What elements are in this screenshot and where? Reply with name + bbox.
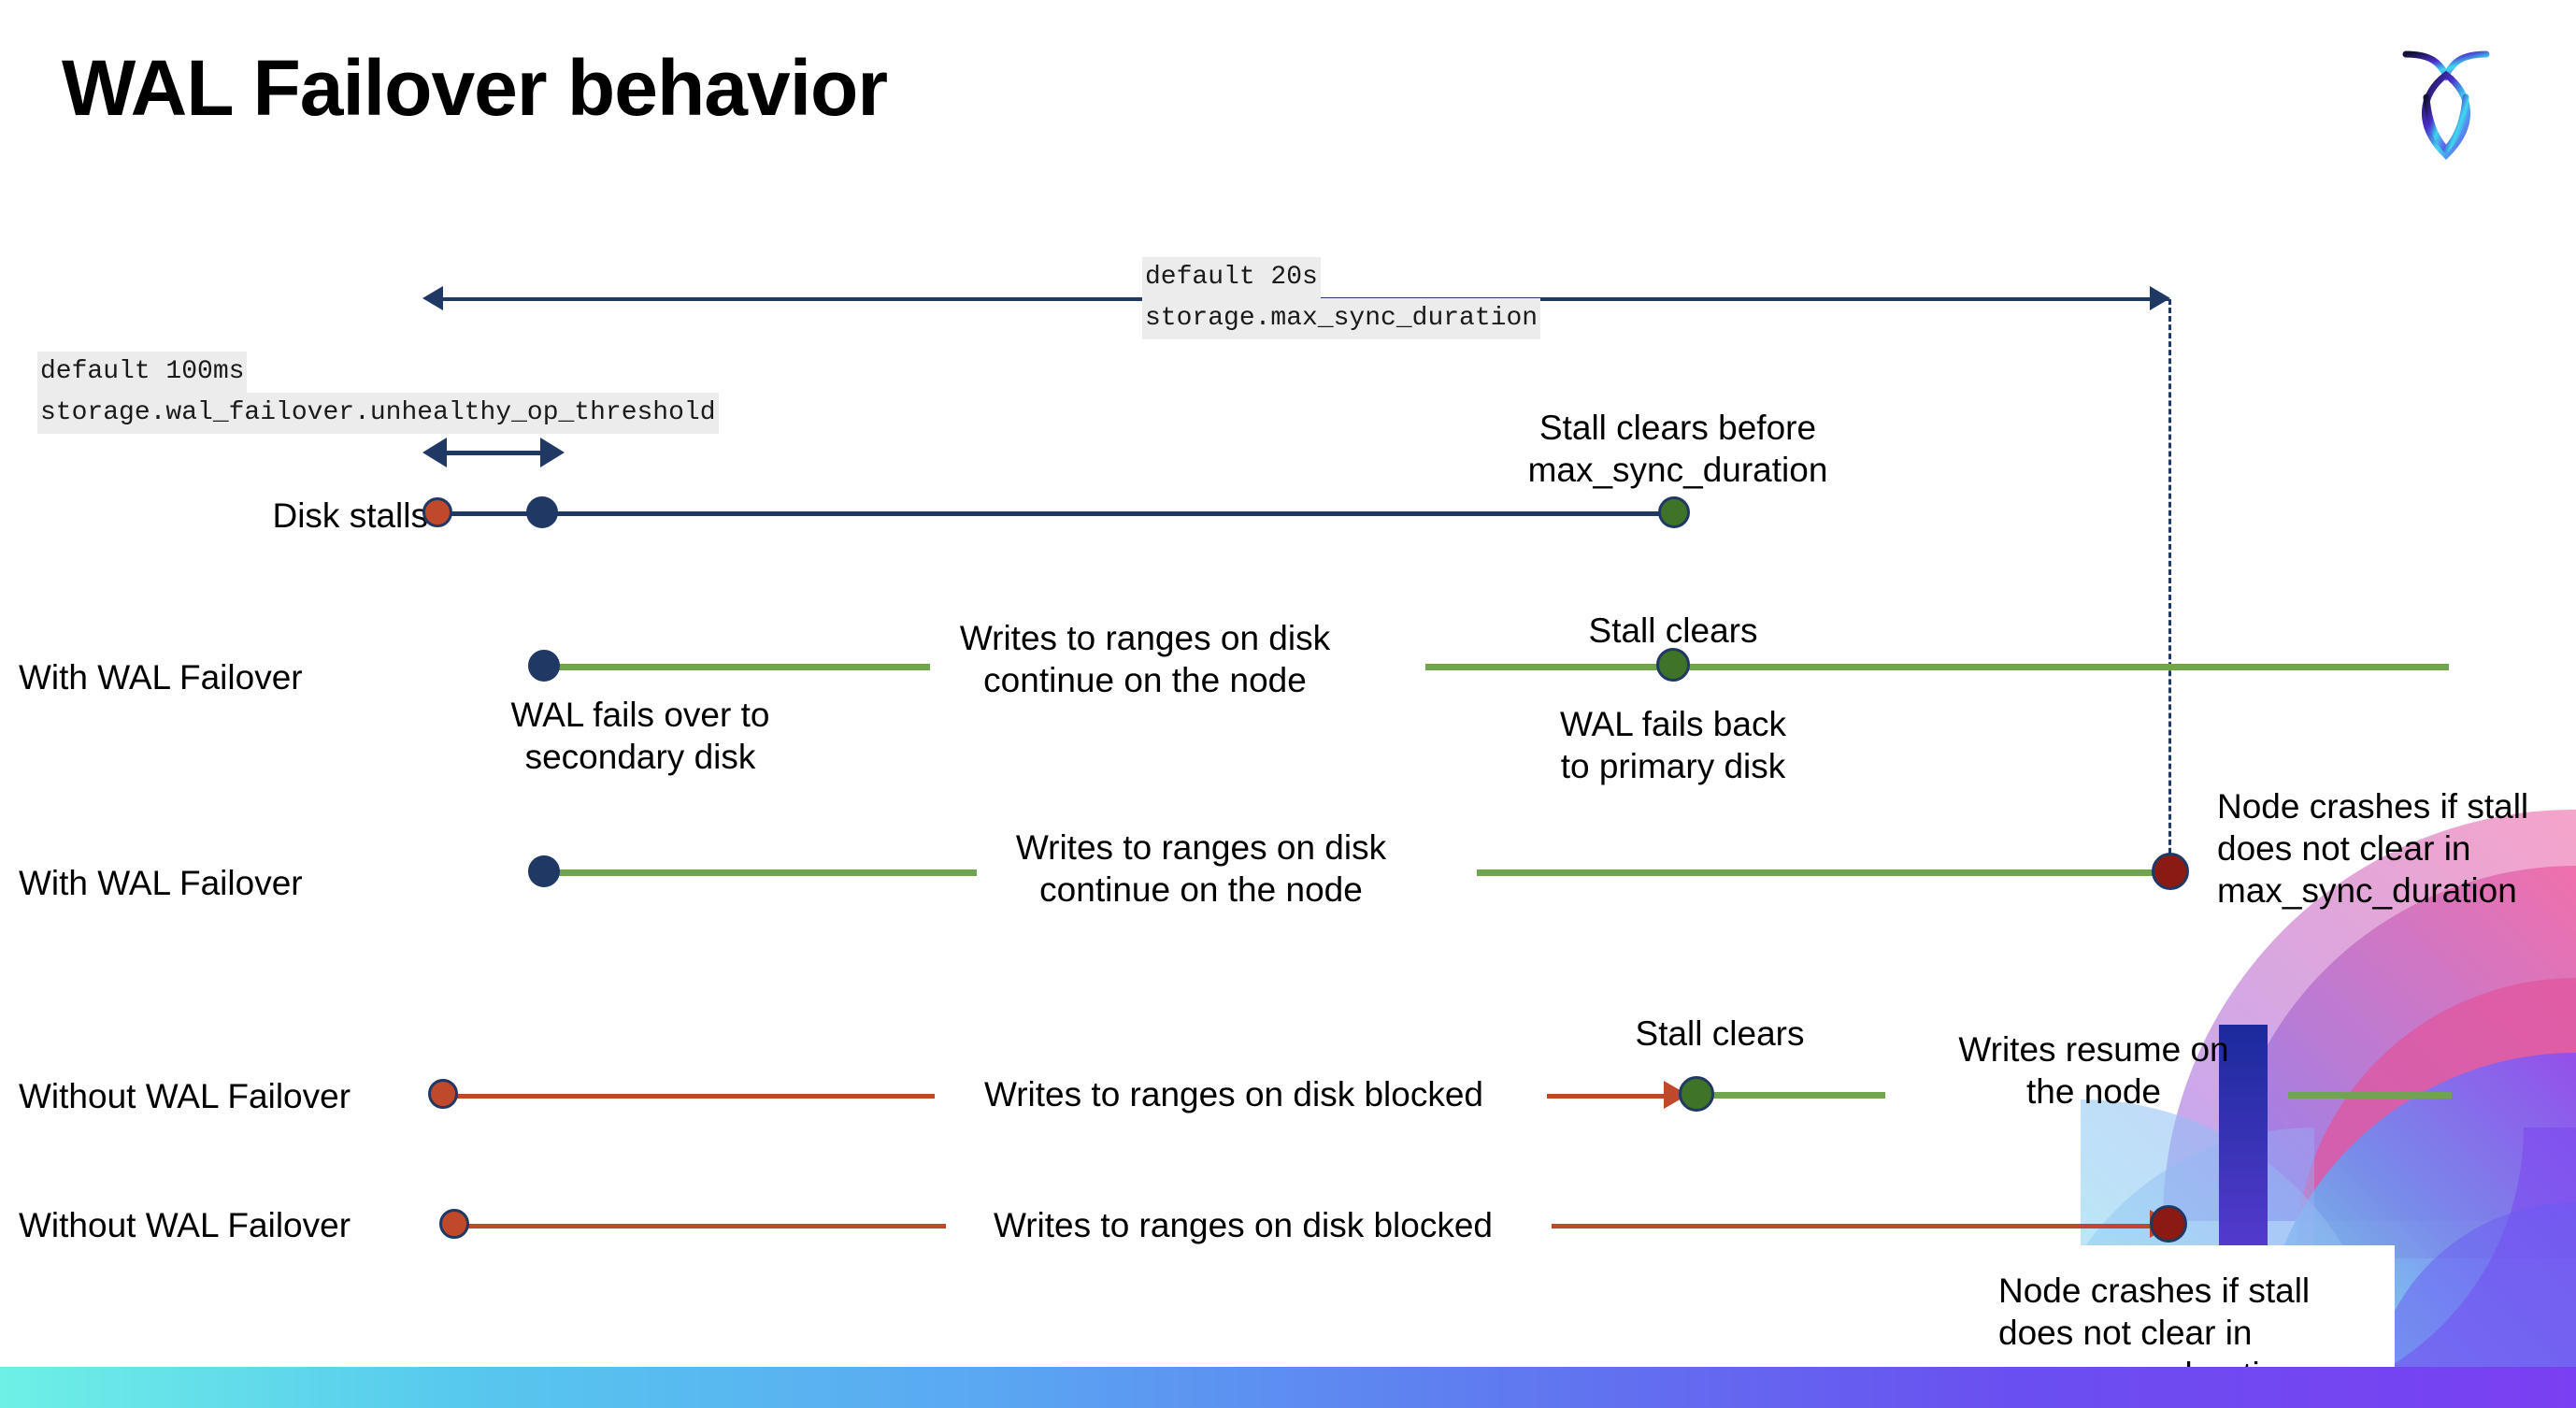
max-sync-left-arrowhead — [422, 286, 443, 310]
with-wal-failover-2-line-b — [1477, 869, 2168, 876]
note-writes-blocked-1: Writes to ranges on disk blocked — [983, 1075, 1484, 1113]
without-wal-failover-2-line-b — [1552, 1224, 2154, 1228]
without-wal-failover-1-line-a — [449, 1094, 935, 1099]
without-wal-failover-1-line-b — [1547, 1094, 1668, 1099]
note-node-crashes-1: Node crashes if stall does not clear in … — [2217, 787, 2529, 911]
max-sync-default-value: default 20s — [1142, 257, 1321, 298]
note-writes-continue-2: Writes to ranges on disk continue on the… — [1015, 828, 1387, 910]
note-stall-clears-before-max-sync: Stall clears before max_sync_duration — [1527, 409, 1828, 490]
with-wal-failover-1-start-dot — [528, 650, 560, 682]
with-wal-failover-1-line-a — [547, 664, 930, 670]
disk-stall-failover-dot — [526, 496, 558, 528]
max-sync-duration-annotation: default 20s storage.max_sync_duration — [1142, 257, 1541, 339]
without-wal-failover-1-start-dot — [428, 1079, 458, 1109]
without-wal-failover-2-line-a — [460, 1224, 946, 1228]
with-wal-failover-2-line-a — [547, 869, 977, 876]
note-writes-blocked-2: Writes to ranges on disk blocked — [993, 1206, 1494, 1244]
note-stall-clears-1: Stall clears — [1588, 611, 1758, 650]
max-sync-setting-name: storage.max_sync_duration — [1142, 298, 1541, 339]
note-writes-continue-1: Writes to ranges on disk continue on the… — [959, 619, 1331, 700]
max-sync-right-arrowhead — [2150, 286, 2170, 310]
unhealthy-right-arrowhead — [540, 438, 565, 467]
unhealthy-setting-name: storage.wal_failover.unhealthy_op_thresh… — [37, 393, 719, 434]
with-wal-failover-1-clears-dot — [1656, 648, 1690, 682]
with-wal-failover-2-crash-dot — [2152, 853, 2189, 890]
row-label-with-wal-failover-1: With WAL Failover — [19, 658, 303, 697]
row-label-disk-stalls: Disk stalls — [272, 496, 428, 535]
unhealthy-op-threshold-annotation: default 100ms storage.wal_failover.unhea… — [37, 352, 719, 434]
disk-stalls-timeline — [439, 511, 1673, 516]
disk-stall-start-dot — [422, 497, 452, 527]
with-wal-failover-2-start-dot — [528, 855, 560, 887]
cockroachdb-logo-icon — [2402, 50, 2490, 160]
unhealthy-default-value: default 100ms — [37, 352, 248, 393]
with-wal-failover-1-line-b — [1425, 664, 2449, 670]
unhealthy-left-arrowhead — [422, 438, 447, 467]
max-sync-duration-dashed-connector — [2168, 299, 2171, 879]
without-wal-failover-1-green-line — [1712, 1092, 1885, 1099]
note-writes-resume-on-the-node: Writes resume on the node — [1958, 1030, 2229, 1112]
note-stall-clears-2: Stall clears — [1635, 1014, 1805, 1053]
row-label-with-wal-failover-2: With WAL Failover — [19, 864, 303, 902]
unhealthy-threshold-span-line — [441, 451, 553, 455]
page-title: WAL Failover behavior — [62, 44, 888, 132]
row-label-without-wal-failover-2: Without WAL Failover — [19, 1206, 351, 1244]
row-label-without-wal-failover-1: Without WAL Failover — [19, 1077, 351, 1115]
note-wal-fails-back-to-primary-disk: WAL fails back to primary disk — [1560, 705, 1786, 786]
note-wal-fails-over-to-secondary-disk: WAL fails over to secondary disk — [510, 696, 770, 777]
without-wal-failover-1-green-line-2 — [2288, 1092, 2452, 1099]
disk-stall-clears-dot — [1658, 496, 1690, 528]
without-wal-failover-2-crash-dot — [2150, 1205, 2187, 1243]
bottom-gradient-bar — [0, 1367, 2576, 1408]
without-wal-failover-2-start-dot — [439, 1209, 469, 1239]
without-wal-failover-1-clears-dot — [1679, 1076, 1714, 1112]
